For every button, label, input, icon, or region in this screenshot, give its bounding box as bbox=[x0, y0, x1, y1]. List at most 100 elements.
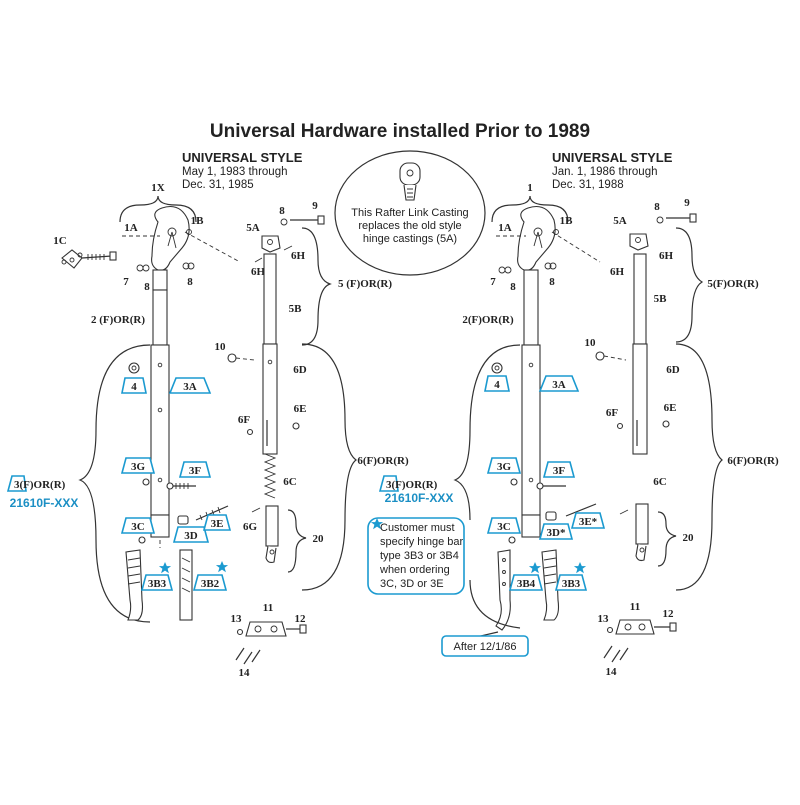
tag-3g: 3G bbox=[120, 457, 156, 486]
upper-arm-top bbox=[152, 269, 168, 291]
label-1a: 1A bbox=[124, 222, 138, 234]
svg-text:when ordering: when ordering bbox=[379, 564, 450, 576]
tag-3-left: 3(F)OR(R) bbox=[6, 475, 66, 492]
svg-text:4: 4 bbox=[494, 379, 500, 391]
label-12: 12 bbox=[295, 613, 307, 625]
svg-text:4: 4 bbox=[131, 381, 137, 393]
label-14: 14 bbox=[239, 667, 251, 679]
label-5-r: 5(F)OR(R) bbox=[707, 278, 759, 290]
hinge-bar-3b3-r: 3B3 bbox=[541, 549, 588, 621]
brace-left-3 bbox=[78, 344, 151, 623]
tag-3g-r: 3G bbox=[486, 457, 522, 486]
label-20-r: 20 bbox=[683, 532, 695, 544]
label-6f: 6F bbox=[238, 414, 251, 426]
rafter-link-casting-icon bbox=[399, 162, 421, 201]
left-assembly: UNIVERSAL STYLE May 1, 1983 through Dec.… bbox=[6, 150, 409, 679]
label-13: 13 bbox=[231, 613, 243, 625]
tag-3-right: 3(F)OR(R) bbox=[378, 475, 438, 492]
label-6h-b: 6H bbox=[251, 266, 266, 278]
hinge-bar-3b2: 3B2 bbox=[179, 549, 229, 621]
label-6g: 6G bbox=[243, 521, 258, 533]
label-6h-a: 6H bbox=[291, 250, 306, 262]
rafter-link-callout: This Rafter Link Casting replaces the ol… bbox=[334, 150, 486, 276]
svg-text:3B4: 3B4 bbox=[517, 578, 536, 590]
brace-1x bbox=[119, 195, 197, 223]
label-7: 7 bbox=[123, 276, 129, 288]
label-5a: 5A bbox=[246, 222, 260, 234]
left-part-number: 21610F-XXX bbox=[10, 496, 79, 510]
arm-2 bbox=[152, 289, 168, 346]
label-6d-r: 6D bbox=[666, 364, 680, 376]
label-6h-r1: 6H bbox=[659, 250, 674, 262]
anchor-plate-1c bbox=[61, 249, 117, 269]
svg-text:3B3: 3B3 bbox=[148, 578, 167, 590]
hinge-casting bbox=[151, 205, 190, 271]
tube-5b bbox=[263, 253, 277, 345]
label-8b-r: 8 bbox=[549, 276, 555, 288]
tag-3f: 3F bbox=[166, 461, 212, 490]
base-plate-11 bbox=[245, 621, 287, 637]
hinge-casting-right bbox=[517, 205, 556, 271]
label-6e: 6E bbox=[294, 403, 307, 415]
label-6c: 6C bbox=[283, 476, 297, 488]
label-12-r: 12 bbox=[663, 608, 675, 620]
hinge-bracket-5a-r bbox=[629, 233, 649, 251]
label-6: 6(F)OR(R) bbox=[357, 455, 409, 467]
tube-3 bbox=[150, 344, 170, 516]
label-6c-r: 6C bbox=[653, 476, 667, 488]
brace-6 bbox=[301, 343, 358, 591]
tag-3d: 3D bbox=[172, 515, 210, 543]
tag-4: 4 bbox=[121, 362, 147, 394]
svg-text:3C: 3C bbox=[131, 521, 145, 533]
svg-text:3G: 3G bbox=[497, 461, 512, 473]
label-6e-r: 6E bbox=[664, 402, 677, 414]
svg-text:3A: 3A bbox=[552, 379, 566, 391]
callout-line-1: This Rafter Link Casting bbox=[351, 207, 468, 219]
label-1: 1 bbox=[527, 182, 533, 194]
label-8c-r: 8 bbox=[654, 201, 660, 213]
customer-note: Customer must specify hinge bar type 3B3… bbox=[367, 517, 465, 595]
latch-20 bbox=[265, 505, 279, 564]
svg-text:3(F)OR(R): 3(F)OR(R) bbox=[386, 479, 438, 491]
label-6h-r2: 6H bbox=[610, 266, 625, 278]
left-date-to: Dec. 31, 1985 bbox=[182, 179, 254, 191]
label-5b-r: 5B bbox=[654, 293, 668, 305]
svg-text:3E*: 3E* bbox=[579, 516, 598, 528]
page-title: Universal Hardware installed Prior to 19… bbox=[210, 121, 590, 142]
hinge-bar-3b3: 3B3 bbox=[125, 549, 174, 621]
svg-text:3C, 3D or 3E: 3C, 3D or 3E bbox=[380, 578, 444, 590]
tag-3e-r: 3E* bbox=[565, 503, 606, 529]
svg-text:3D*: 3D* bbox=[547, 527, 566, 539]
svg-text:3B3: 3B3 bbox=[562, 578, 581, 590]
label-9: 9 bbox=[312, 200, 318, 212]
tag-3c-r: 3C bbox=[486, 517, 522, 544]
label-10: 10 bbox=[215, 341, 227, 353]
label-6-r: 6(F)OR(R) bbox=[727, 455, 779, 467]
hinge-bar-3b4: 3B4 bbox=[495, 549, 544, 631]
brace-5 bbox=[301, 227, 332, 346]
right-date-from: Jan. 1, 1986 through bbox=[552, 166, 658, 178]
svg-text:3(F)OR(R): 3(F)OR(R) bbox=[14, 479, 66, 491]
hinge-bracket-5a bbox=[261, 235, 281, 253]
svg-text:type 3B3 or 3B4: type 3B3 or 3B4 bbox=[380, 550, 459, 562]
label-2: 2 (F)OR(R) bbox=[91, 314, 145, 326]
tag-3d-r: 3D* bbox=[538, 511, 574, 540]
label-8c: 8 bbox=[279, 205, 285, 217]
svg-text:3F: 3F bbox=[553, 465, 566, 477]
callout-line-2: replaces the old style bbox=[358, 220, 461, 232]
label-5b: 5B bbox=[289, 303, 303, 315]
tag-3e: 3E bbox=[195, 505, 232, 531]
label-5: 5 (F)OR(R) bbox=[338, 278, 392, 290]
label-11: 11 bbox=[263, 602, 273, 614]
svg-text:3D: 3D bbox=[184, 530, 198, 542]
svg-text:specify hinge bar: specify hinge bar bbox=[380, 536, 463, 548]
left-date-from: May 1, 1983 through bbox=[182, 166, 288, 178]
tag-4-r: 4 bbox=[484, 362, 510, 392]
spring-6c bbox=[263, 453, 277, 499]
label-2-r: 2(F)OR(R) bbox=[462, 314, 514, 326]
label-11-r: 11 bbox=[630, 601, 640, 613]
right-part-number: 21610F-XXX bbox=[385, 491, 454, 505]
right-assembly: UNIVERSAL STYLE Jan. 1, 1986 through Dec… bbox=[367, 150, 779, 678]
label-5a-r: 5A bbox=[613, 215, 627, 227]
